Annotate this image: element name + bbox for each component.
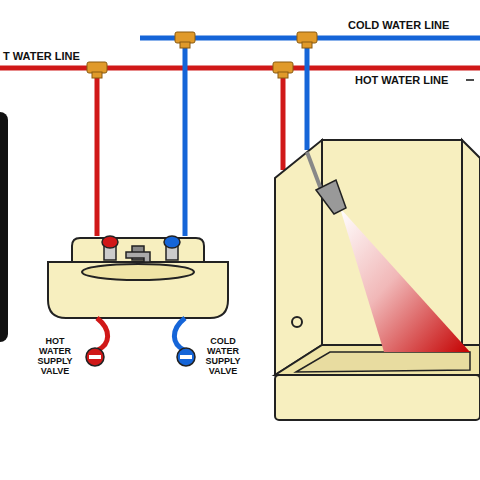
- line-label: T WATER LINE: [3, 50, 80, 63]
- sink: [48, 238, 228, 318]
- tub-shower: [275, 140, 480, 420]
- hot-supply-pipe: [97, 318, 108, 350]
- hot-water-line: [0, 66, 480, 71]
- cold-riser: [305, 38, 310, 150]
- tee-fittings: [87, 32, 317, 78]
- valve-label: COLD WATER SUPPLY VALVE: [200, 337, 246, 377]
- faucet: [102, 236, 180, 262]
- cold-supply-valve: [177, 348, 195, 366]
- water-heater: [0, 112, 8, 342]
- hot-supply-valve: [86, 348, 104, 366]
- water-spray: [340, 208, 470, 352]
- valve-label: HOT WATER SUPPLY VALVE: [32, 337, 78, 377]
- tub-knob: [292, 317, 302, 327]
- shower-head: [307, 152, 346, 214]
- dash-mark: [466, 79, 474, 81]
- hot-riser: [95, 68, 100, 236]
- line-label: COLD WATER LINE: [348, 19, 449, 32]
- line-label: HOT WATER LINE: [355, 74, 448, 87]
- cold-supply-pipe: [174, 318, 185, 350]
- cold-riser: [183, 38, 188, 236]
- hot-riser: [281, 68, 286, 170]
